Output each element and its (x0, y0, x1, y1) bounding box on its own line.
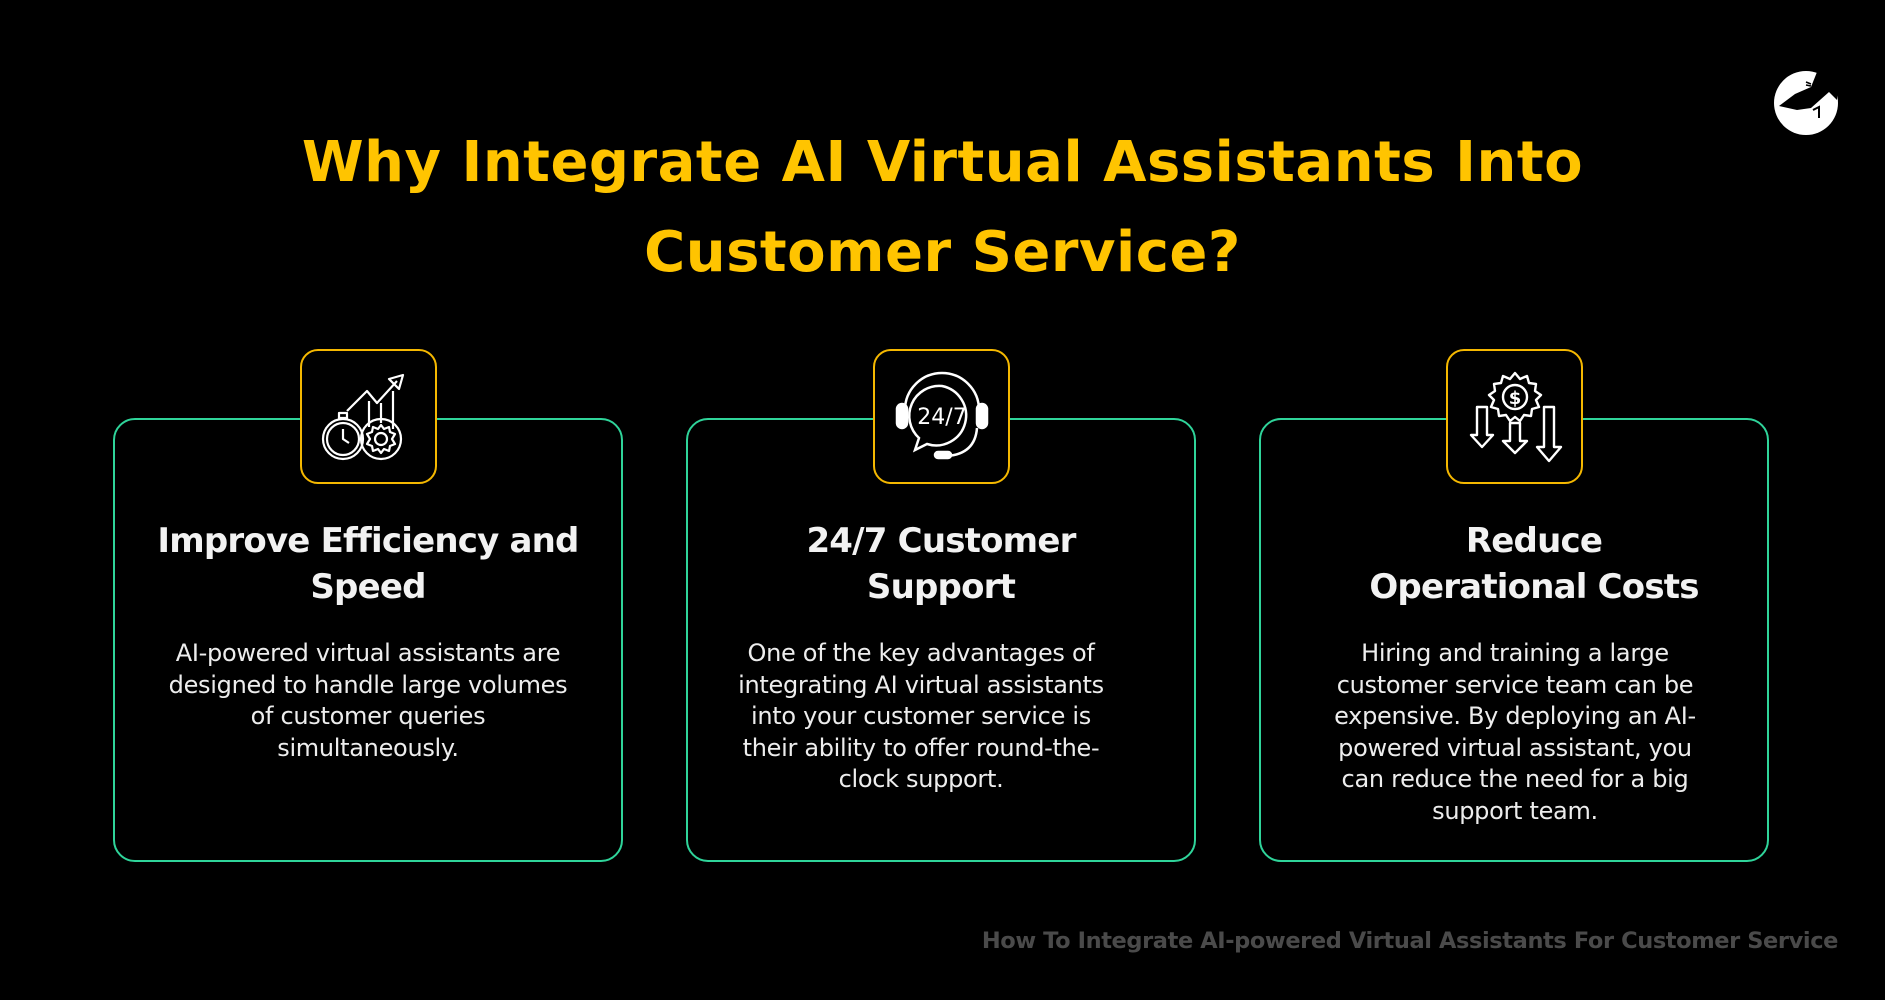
icon-box-costs: $ (1446, 349, 1583, 484)
card-body-line: can reduce the need for a big (1341, 765, 1689, 793)
card-body-line: designed to handle large volumes (168, 670, 568, 699)
card-body-line: integrating AI virtual assistants (738, 670, 1104, 699)
card-body-line: support team. (1432, 796, 1598, 825)
card-body-line: simultaneously. (277, 733, 459, 762)
card-body-support: One of the key advantages of integrating… (696, 638, 1146, 796)
card-body-line: Hiring and training a large (1361, 639, 1669, 667)
icon-box-efficiency (300, 349, 437, 484)
card-title-efficiency: Improve Efficiency and Speed (113, 518, 623, 610)
card-body-line: One of the key advantages of (747, 639, 1095, 667)
card-title-line: Operational Costs (1369, 567, 1699, 607)
card-body-costs: Hiring and training a large customer ser… (1290, 638, 1740, 827)
card-title-line: 24/7 Customer (806, 521, 1076, 561)
card-body-line: their ability to offer round-the- (742, 733, 1100, 762)
card-body-line: clock support. (838, 765, 1004, 793)
card-body-line: of customer queries (250, 702, 486, 730)
stopwatch-gear-growth-icon (321, 373, 404, 460)
card-body-line: AI-powered virtual assistants are (175, 639, 561, 667)
card-body-line: customer service team can be (1336, 670, 1694, 699)
card-title-support: 24/7 Customer Support (686, 518, 1196, 610)
page-title-line-1: Why Integrate AI Virtual Assistants Into (301, 130, 1584, 195)
icon-box-support: 24/7 (873, 349, 1010, 484)
svg-text:$: $ (1508, 388, 1521, 409)
footer-caption: How To Integrate AI-powered Virtual Assi… (981, 928, 1839, 954)
headset-24-7-icon: 24/7 (895, 371, 988, 459)
card-title-line: Support (866, 567, 1016, 607)
svg-text:24/7: 24/7 (917, 405, 966, 430)
card-title-costs: Reduce Operational Costs (1279, 518, 1789, 610)
card-title-line: Improve Efficiency and (157, 521, 579, 561)
cost-reduction-gear-arrows-icon: $ (1469, 371, 1562, 462)
card-title-line: Reduce (1465, 521, 1603, 561)
card-body-line: powered virtual assistant, you (1338, 733, 1692, 762)
card-body-line: expensive. By deploying an AI- (1334, 702, 1696, 730)
card-body-line: into your customer service is (751, 702, 1091, 730)
card-body-efficiency: AI-powered virtual assistants are design… (143, 638, 593, 764)
card-title-line: Speed (310, 567, 426, 607)
gecko-logo-icon (1774, 70, 1839, 135)
page-title-line-2: Customer Service? (644, 220, 1241, 285)
page-title: Why Integrate AI Virtual Assistants Into… (0, 118, 1885, 298)
